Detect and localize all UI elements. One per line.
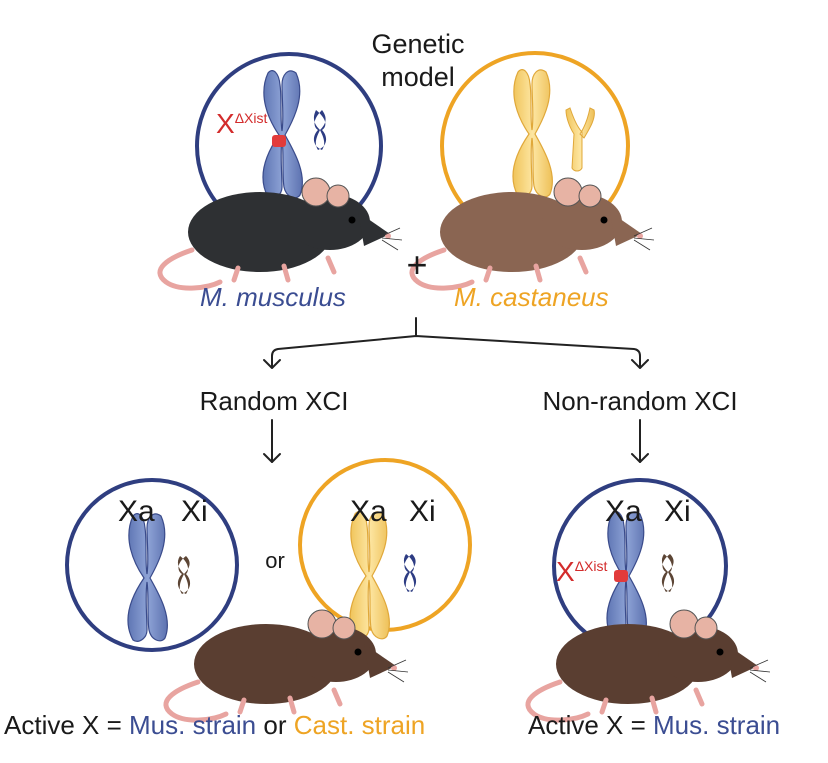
diagram-title-line2: model [381, 62, 455, 92]
castaneus-label: M. castaneus [454, 282, 609, 312]
musculus-label: M. musculus [200, 282, 346, 312]
random-xci-label: Random XCI [199, 386, 349, 416]
deleted-x-letter-bottom: X [556, 556, 575, 587]
random-result-line: Active X = Mus. strain or Cast. strain [4, 710, 425, 741]
nonrandom-xist-deletion-mark [614, 570, 628, 582]
random-result-cast: Cast. strain [293, 710, 426, 740]
random-result-or: or [256, 710, 294, 740]
musculus-y-chromosome [313, 110, 327, 150]
xa-label-right: Xa [605, 495, 642, 528]
castaneus-mouse [412, 178, 654, 288]
cast-inactive-x-chromosome [177, 556, 191, 594]
nonrandom-result-prefix: Active X = [528, 710, 653, 740]
deleted-x-superscript-bottom: ΔXist [574, 557, 608, 574]
or-label: or [265, 548, 285, 573]
xist-deletion-label-bottom: XΔXist [556, 556, 607, 588]
xist-deletion-mark [272, 135, 286, 147]
xa-label-left: Xa [118, 495, 155, 528]
nonrandom-result-line: Active X = Mus. strain [528, 710, 780, 741]
diagram-title-line1: Genetic [371, 29, 465, 59]
nonrandom-offspring-mouse [528, 610, 770, 720]
nonrandom-xci-label: Non-random XCI [542, 386, 738, 416]
plus-sign: + [406, 244, 428, 285]
nonrandom-result-mus: Mus. strain [653, 710, 781, 740]
xa-label-middle: Xa [350, 495, 387, 528]
random-result-mus: Mus. strain [129, 710, 257, 740]
deleted-x-superscript: ΔXist [234, 109, 268, 126]
random-result-prefix: Active X = [4, 710, 129, 740]
mus-inactive-x-chromosome [403, 554, 417, 592]
deleted-x-letter: X [216, 108, 235, 139]
xi-label-middle: Xi [409, 495, 436, 528]
castaneus-y-chromosome [565, 107, 595, 172]
xi-label-right: Xi [664, 495, 691, 528]
nonrandom-cast-inactive-chromosome [661, 554, 675, 592]
branch-connector [263, 317, 649, 463]
xist-deletion-label-top: XΔXist [216, 108, 267, 140]
xi-label-left: Xi [181, 495, 208, 528]
